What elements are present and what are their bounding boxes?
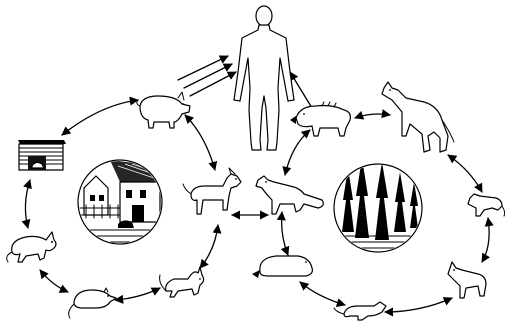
arrow-marten-beaver	[300, 282, 345, 305]
arrow-weasel-lynx	[482, 218, 489, 262]
raccoon-icon	[7, 232, 56, 262]
arrow-fox-boar	[285, 130, 310, 175]
arrow-rat-cat	[115, 288, 160, 300]
forest-scene	[334, 158, 422, 252]
arrow-dog-pig	[185, 115, 215, 170]
arrow-lynx-marten	[385, 298, 452, 312]
arrow-pig-kennel	[62, 100, 138, 135]
kennel-icon	[18, 140, 66, 170]
arrow-boar-human	[290, 72, 312, 108]
beaver-icon	[252, 256, 312, 278]
weasel-icon	[468, 194, 505, 216]
arrow-boar-wolf	[355, 114, 390, 118]
arrow-pig-human-1	[178, 56, 228, 80]
arrow-pig-human-3	[190, 72, 236, 96]
wolf-icon	[382, 82, 454, 152]
wild-boar-icon	[290, 102, 350, 136]
human-figure	[234, 6, 294, 150]
arrow-wolf-weasel	[448, 155, 482, 192]
arrow-pig-human-2	[184, 64, 232, 88]
cat-icon	[160, 267, 204, 297]
pig-icon	[137, 92, 190, 128]
arrow-kennel-raccoon	[25, 180, 30, 228]
lynx-icon	[448, 262, 486, 298]
marten-icon	[334, 302, 386, 320]
farmyard-scene	[78, 160, 170, 244]
dog-icon	[183, 168, 241, 214]
arrow-cat-dog	[200, 225, 218, 268]
arrow-beaver-fox	[282, 212, 288, 255]
rat-icon	[69, 288, 116, 318]
fox-icon	[256, 176, 323, 214]
arrow-raccoon-rat	[40, 270, 68, 292]
